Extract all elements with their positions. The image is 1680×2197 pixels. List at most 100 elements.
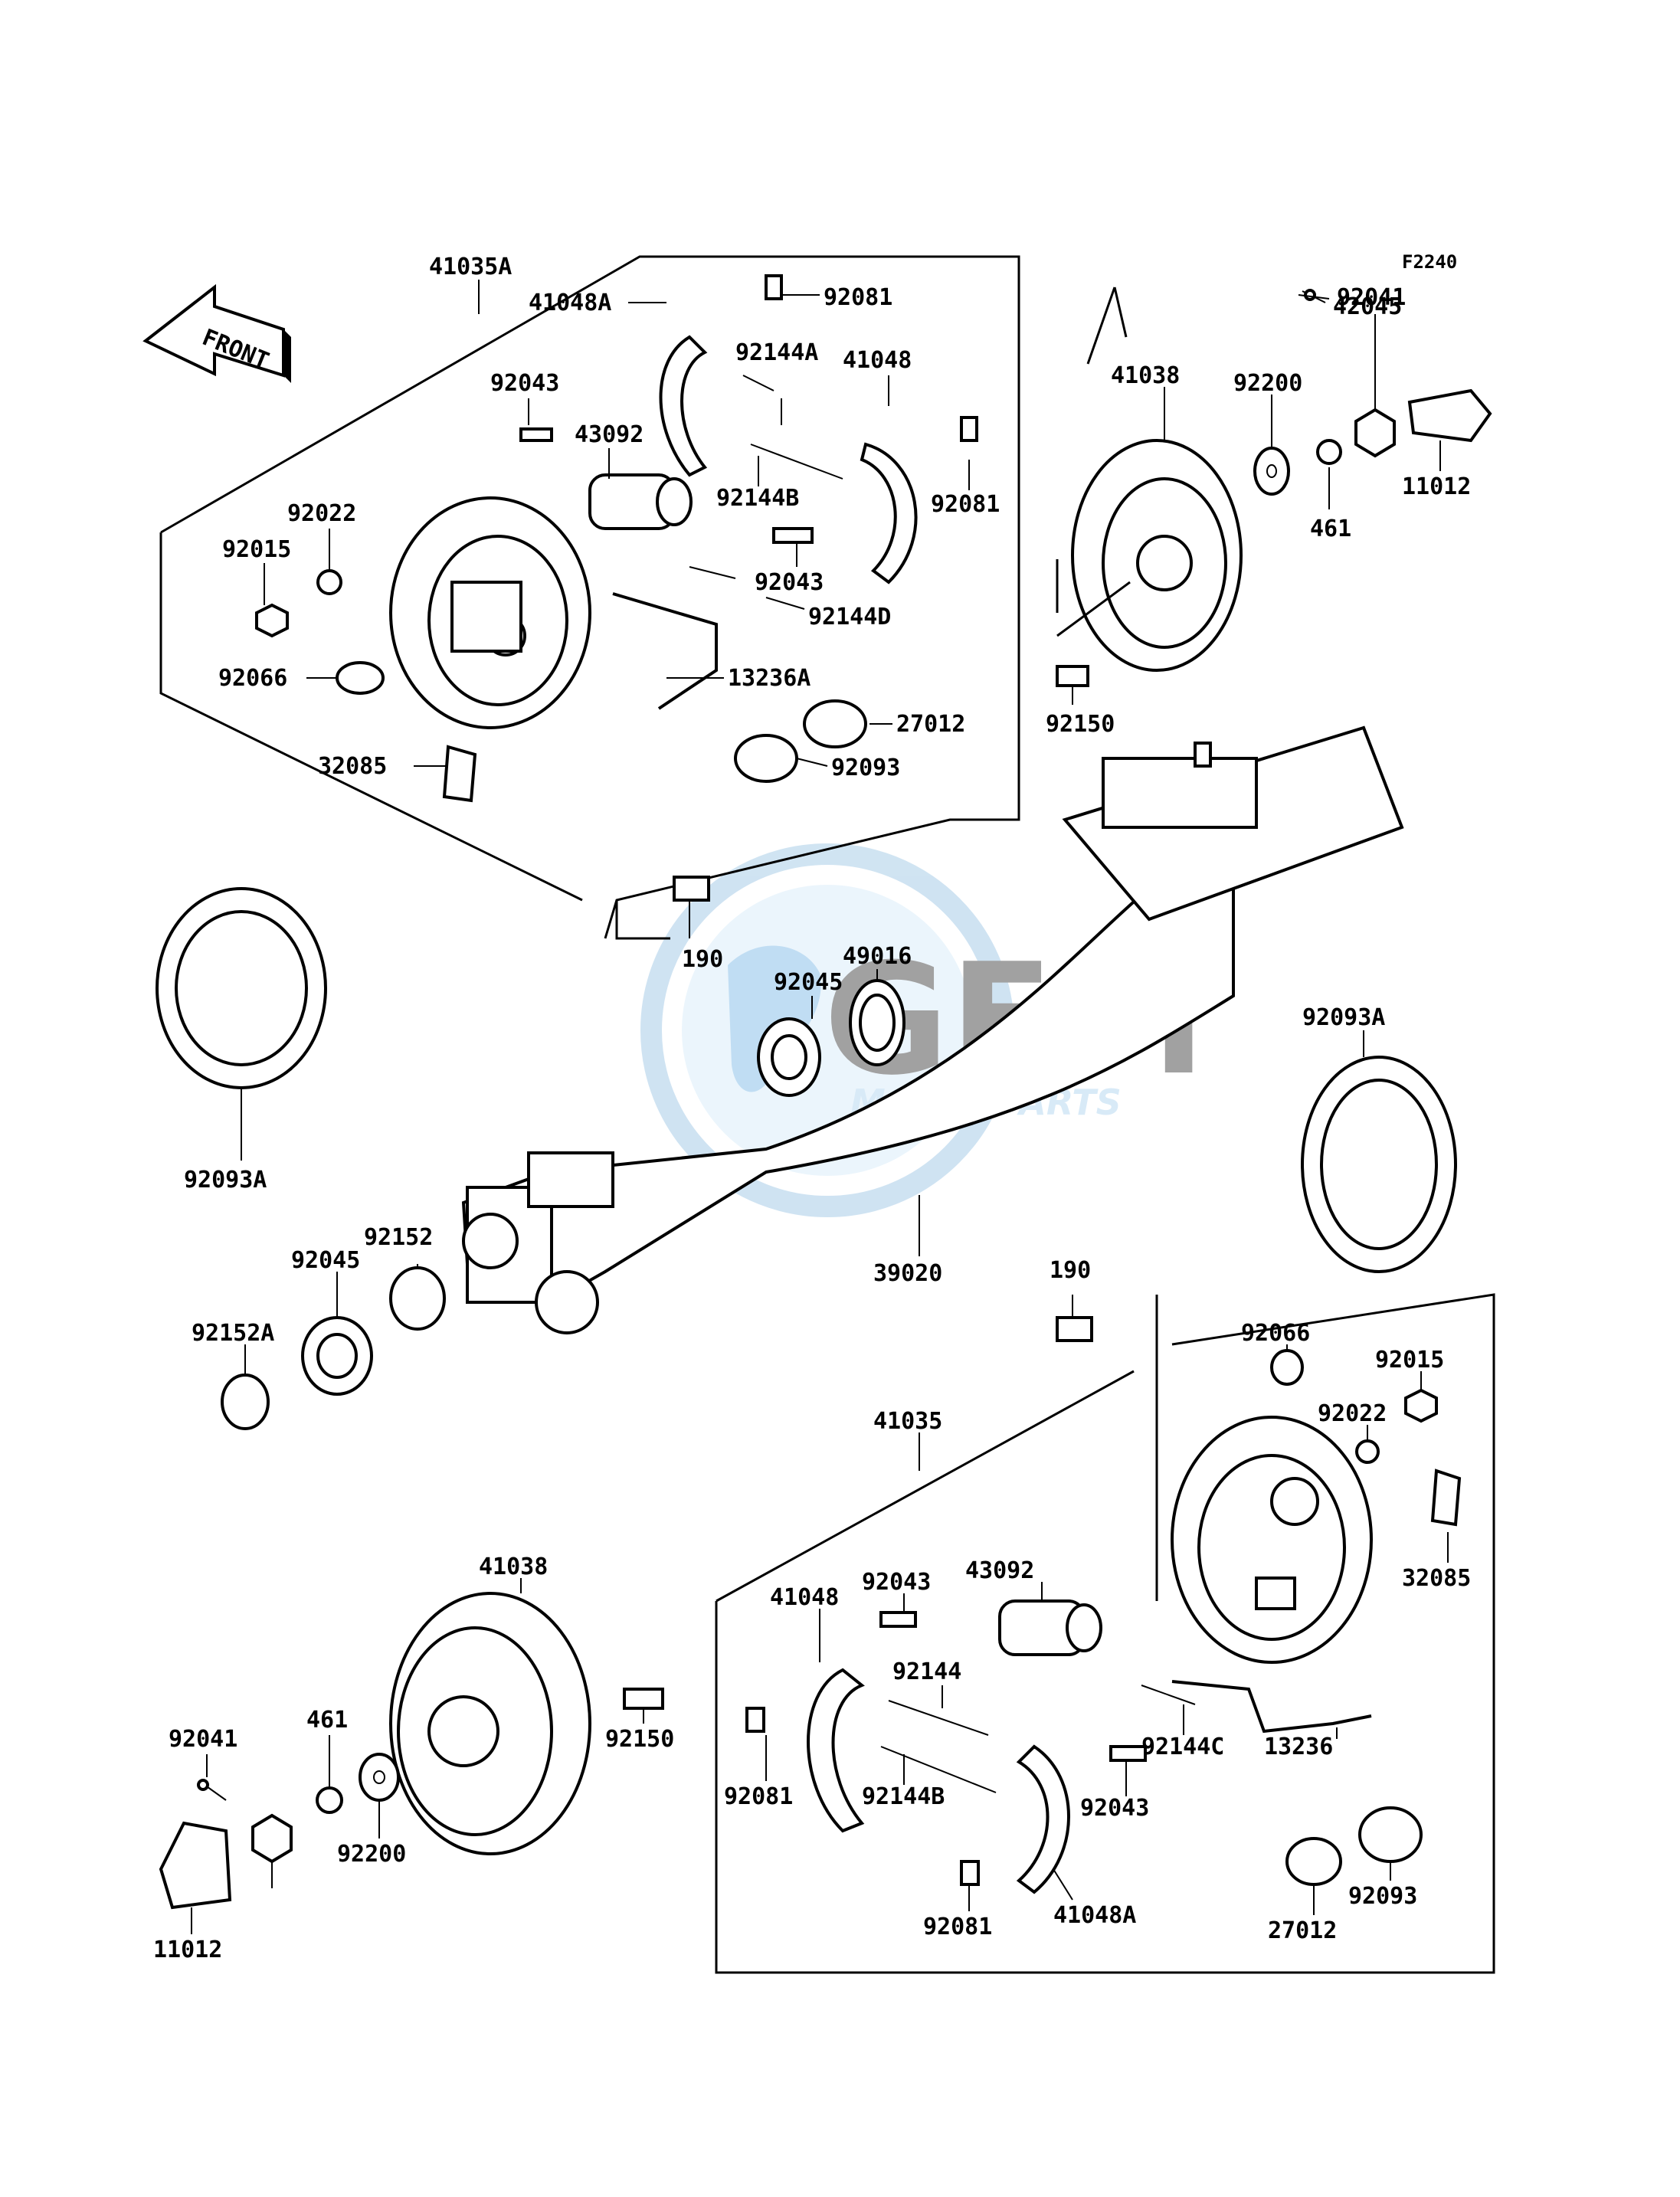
label-461-b: 461 [306,1707,348,1734]
label-92093A-right: 92093A [1302,1004,1385,1031]
bottom-right-box [715,1293,1495,1974]
label-92081-b: 92081 [931,491,1000,518]
front-arrow: FRONT [142,283,291,383]
label-41048A-b: 41048A [1053,1902,1136,1929]
label-92200-b: 92200 [337,1841,406,1868]
plug-92066-bottom [1270,1349,1304,1386]
circlip-461-top [1316,439,1342,465]
label-41035A: 41035A [429,254,512,280]
wheel-cylinder-top [588,473,693,530]
bolt-92150-bottom [623,1688,664,1710]
label-461: 461 [1310,516,1351,542]
wheel-cylinder-bottom [998,1599,1102,1656]
label-92144D: 92144D [808,604,891,630]
bearing-92045-left [301,1316,373,1396]
label-42045-final: 42045 [1333,293,1402,320]
label-92144C: 92144C [1141,1734,1224,1760]
axle-housing-39020 [461,725,1404,1334]
label-92150: 92150 [1046,711,1115,738]
label-92043-a: 92043 [490,370,559,397]
label-27012-b: 27012 [1268,1917,1337,1944]
label-92041-b: 92041 [169,1726,237,1753]
seal-49016 [849,979,905,1066]
nut-42045-top [1354,408,1396,458]
lever-13236 [1171,1680,1372,1734]
label-92081-d: 92081 [923,1914,992,1940]
pins-and-springs-top [519,274,978,579]
clip-32085-bottom [1430,1468,1462,1527]
label-190-a: 190 [682,946,723,973]
diagram-code: F2240 [1402,251,1457,273]
label-92022-b: 92022 [1318,1400,1387,1427]
leader-lines [191,280,1449,1934]
label-49016: 49016 [843,943,912,970]
label-92081-a: 92081 [824,284,892,311]
label-41048A: 41048A [529,290,611,316]
label-92043-c: 92043 [862,1569,931,1596]
label-92015: 92015 [222,536,291,563]
label-32085: 32085 [318,753,387,780]
cap-11012-bottom [159,1821,232,1910]
label-43092-b: 43092 [965,1557,1034,1584]
bearing-92045-center [757,1017,821,1097]
label-92066: 92066 [218,665,287,692]
clip-32085-top [442,745,477,803]
label-41048: 41048 [843,347,912,374]
brake-drum-bottom-left [389,1592,591,1855]
pins-and-springs-bottom [745,1611,1196,1886]
label-13236A: 13236A [728,665,811,692]
brake-drum-top-right [1056,439,1243,672]
label-92093A-left: 92093A [184,1167,267,1193]
washer-92200-top [1253,447,1290,496]
bushings-bottom-right [1285,1806,1423,1886]
nut-92015-bottom [1404,1388,1438,1423]
labels-bottom-left: 41038 92150 92041 461 92200 11012 [153,1554,674,1963]
label-92081-c: 92081 [724,1783,793,1810]
label-32085-b: 32085 [1402,1565,1471,1592]
label-41038-b: 41038 [479,1554,548,1580]
label-41035: 41035 [873,1408,942,1435]
brake-shoe-top-left-a [659,335,708,477]
bolt-92150-top [1056,665,1089,687]
lever-13236A [612,592,718,710]
label-92093-b: 92093 [1348,1883,1417,1910]
label-43092: 43092 [575,421,644,448]
label-92152A: 92152A [192,1320,274,1347]
label-92144B: 92144B [716,485,799,512]
label-92066-b: 92066 [1241,1320,1310,1347]
label-92043-b: 92043 [755,569,824,596]
label-39020: 39020 [873,1260,942,1287]
label-190-b: 190 [1050,1257,1091,1284]
label-92043-d: 92043 [1080,1795,1149,1822]
plug-92066-top [336,661,385,695]
brake-shoe-bottom-a [807,1668,865,1833]
label-11012: 11012 [1402,473,1471,500]
labels-top-right: 92041 42045 41038 92200 11012 461 92150 [1046,284,1471,738]
label-41038: 41038 [1111,362,1180,389]
seal-92093A-right [1301,1056,1457,1273]
label-92150-b: 92150 [605,1726,674,1753]
label-92144B-b: 92144B [862,1783,945,1810]
label-92022: 92022 [287,500,356,527]
circlip-92022-top [316,569,342,595]
bolt-190-center [1056,1316,1093,1342]
cotter-pin-92041-bottom [197,1779,227,1801]
brake-shoe-top-left-b [860,442,918,584]
cap-11012-top [1407,388,1492,443]
nut-42045-bottom [251,1813,293,1864]
label-92041: 92041 [1337,284,1406,311]
backing-plate-top-left [389,496,591,729]
label-92200: 92200 [1233,370,1302,397]
label-92093: 92093 [831,755,900,781]
label-92045-a: 92045 [774,969,843,996]
labels-top-left: 41035A 41048A 92081 92144A 41048 92043 4… [218,254,1000,781]
label-13236: 13236 [1264,1734,1333,1760]
nut-92015-top [255,603,289,638]
labels-bottom-right: 92066 92015 92022 41035 43092 92043 4104… [724,1320,1471,1944]
label-27012: 27012 [896,711,965,738]
labels-center: 190 49016 92045 92093A 92093A 92152 9204… [184,943,1385,1347]
label-41048-b: 41048 [770,1584,839,1611]
label-92144A: 92144A [735,339,818,366]
backing-plate-bottom-right [1171,1416,1373,1664]
